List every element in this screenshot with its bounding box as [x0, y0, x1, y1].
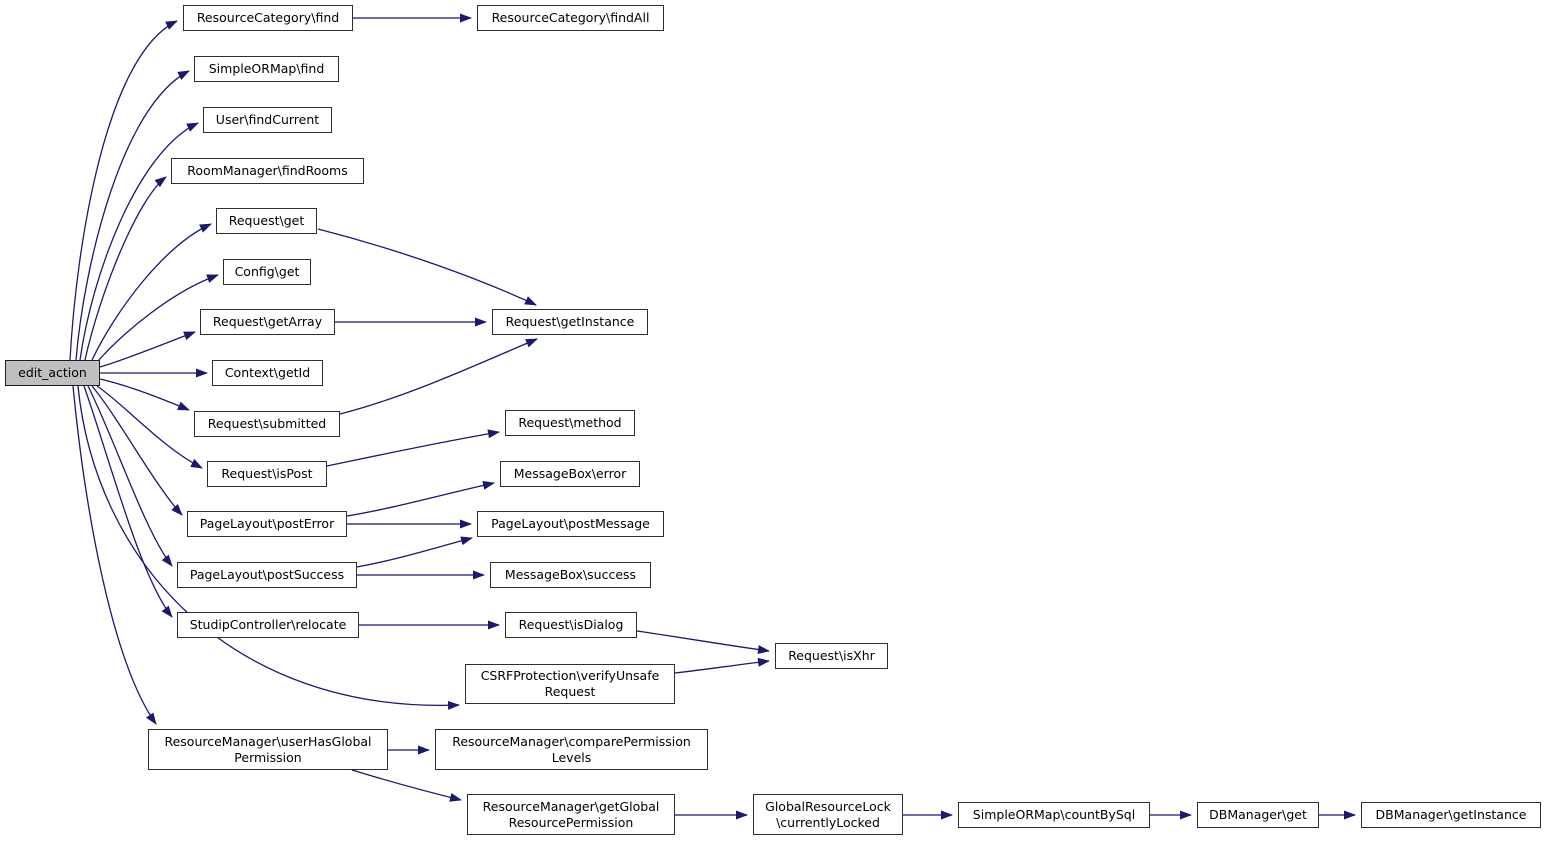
edge-edit_action-rm_userhasglobal	[72, 385, 157, 725]
edge-rm_userhasglobal-rm_getglobal	[351, 769, 462, 802]
edge-edit_action-request_get	[91, 223, 212, 361]
node-user-findcurrent[interactable]: User\findCurrent	[203, 107, 332, 133]
edge-edit_action-rm_findrooms	[84, 176, 167, 361]
node-csrfprotection-verifyunsaferequest[interactable]: CSRFProtection\verifyUnsafe Request	[465, 664, 675, 704]
node-messagebox-error[interactable]: MessageBox\error	[500, 461, 640, 487]
node-request-get[interactable]: Request\get	[216, 208, 317, 234]
edge-pl_posterror-messagebox_error	[346, 480, 495, 517]
node-resourcemanager-comparepermissionlevels[interactable]: ResourceManager\comparePermission Levels	[435, 729, 708, 770]
edge-edit_action-pl_postsuccess	[87, 385, 173, 567]
node-pagelayout-posterror[interactable]: PageLayout\postError	[187, 511, 347, 537]
edge-edit_action-pl_posterror	[91, 385, 183, 516]
edge-request_get-request_getinstance	[317, 228, 537, 306]
node-pagelayout-postmessage[interactable]: PageLayout\postMessage	[477, 511, 664, 537]
node-resourcemanager-userhasglobalpermission[interactable]: ResourceManager\userHasGlobal Permission	[148, 729, 388, 770]
edge-edit_action-sorm_find	[75, 70, 190, 361]
edge-edit_action-request_ispost	[96, 385, 203, 469]
node-context-getid[interactable]: Context\getId	[212, 360, 323, 386]
edge-edit_action-user_findcurrent	[79, 122, 199, 361]
node-resourcemanager-getglobalresourcepermission[interactable]: ResourceManager\getGlobal ResourcePermis…	[467, 794, 675, 835]
node-resourcecategory-find[interactable]: ResourceCategory\find	[183, 5, 353, 31]
edge-pl_postsuccess-pl_postmessage	[356, 536, 473, 568]
node-studipcontroller-relocate[interactable]: StudipController\relocate	[177, 612, 359, 638]
node-request-method[interactable]: Request\method	[505, 410, 635, 436]
edge-request_isdialog-request_isxhr	[636, 630, 770, 654]
node-pagelayout-postsuccess[interactable]: PageLayout\postSuccess	[177, 562, 357, 588]
node-request-ispost[interactable]: Request\isPost	[207, 461, 327, 487]
node-roommanager-findrooms[interactable]: RoomManager\findRooms	[171, 158, 364, 184]
edge-csrf_verifyunsafe-request_isxhr	[674, 657, 770, 674]
node-request-submitted[interactable]: Request\submitted	[194, 411, 340, 437]
edge-edit_action-config_get	[97, 274, 219, 362]
node-request-getarray[interactable]: Request\getArray	[200, 309, 335, 335]
node-resourcecategory-findall[interactable]: ResourceCategory\findAll	[477, 5, 664, 31]
node-globalresourcelock-currentlylocked[interactable]: GlobalResourceLock \currentlyLocked	[753, 794, 903, 835]
node-simpleormap-find[interactable]: SimpleORMap\find	[194, 56, 339, 82]
node-dbmanager-get[interactable]: DBManager\get	[1197, 802, 1319, 828]
edge-edit_action-rc_find	[69, 20, 178, 361]
node-dbmanager-getinstance[interactable]: DBManager\getInstance	[1361, 802, 1541, 828]
edge-edit_action-sc_relocate	[83, 385, 173, 618]
node-request-getinstance[interactable]: Request\getInstance	[492, 309, 648, 335]
node-request-isxhr[interactable]: Request\isXhr	[775, 643, 888, 669]
node-request-isdialog[interactable]: Request\isDialog	[505, 612, 637, 638]
node-edit-action: edit_action	[5, 360, 100, 386]
node-config-get[interactable]: Config\get	[223, 259, 311, 285]
edge-request_submitted-request_getinstance	[339, 338, 538, 415]
edge-request_ispost-request_method	[326, 429, 500, 467]
node-messagebox-success[interactable]: MessageBox\success	[490, 562, 651, 588]
node-simpleormap-countbysql[interactable]: SimpleORMap\countBySql	[958, 802, 1150, 828]
edge-edit_action-request_getarray	[99, 331, 196, 368]
edge-edit_action-request_submitted	[99, 378, 190, 411]
